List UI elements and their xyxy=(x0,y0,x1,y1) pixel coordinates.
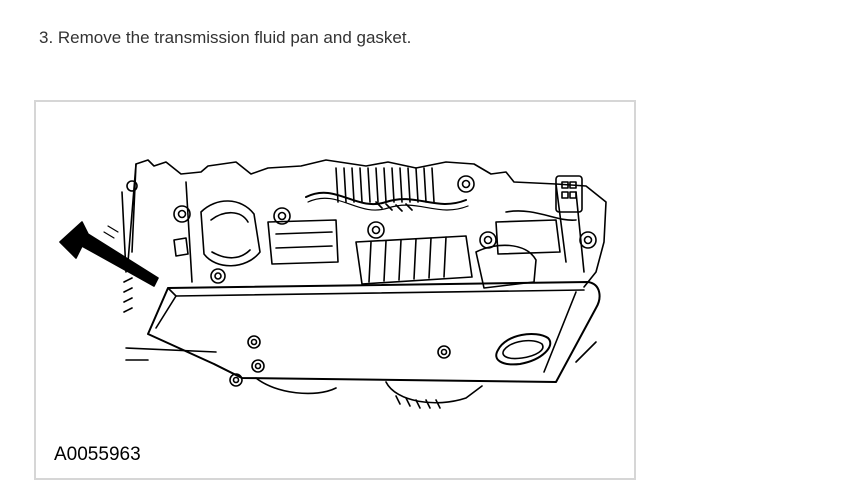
figure-frame: A0055963 xyxy=(34,100,636,480)
figure-id-label: A0055963 xyxy=(54,444,141,465)
transmission-fluid-pan xyxy=(147,281,601,387)
valve-body-details xyxy=(173,200,561,289)
case-bolts xyxy=(126,175,597,284)
lower-housing xyxy=(125,341,597,409)
step-instruction: 3. Remove the transmission fluid pan and… xyxy=(39,28,412,47)
transmission-case xyxy=(121,159,607,288)
electrical-connector xyxy=(555,175,583,213)
transmission-pan-illustration xyxy=(59,159,607,409)
left-side-marks xyxy=(123,277,133,313)
wiring-harness xyxy=(305,191,577,221)
pointer-arrow xyxy=(59,221,159,287)
